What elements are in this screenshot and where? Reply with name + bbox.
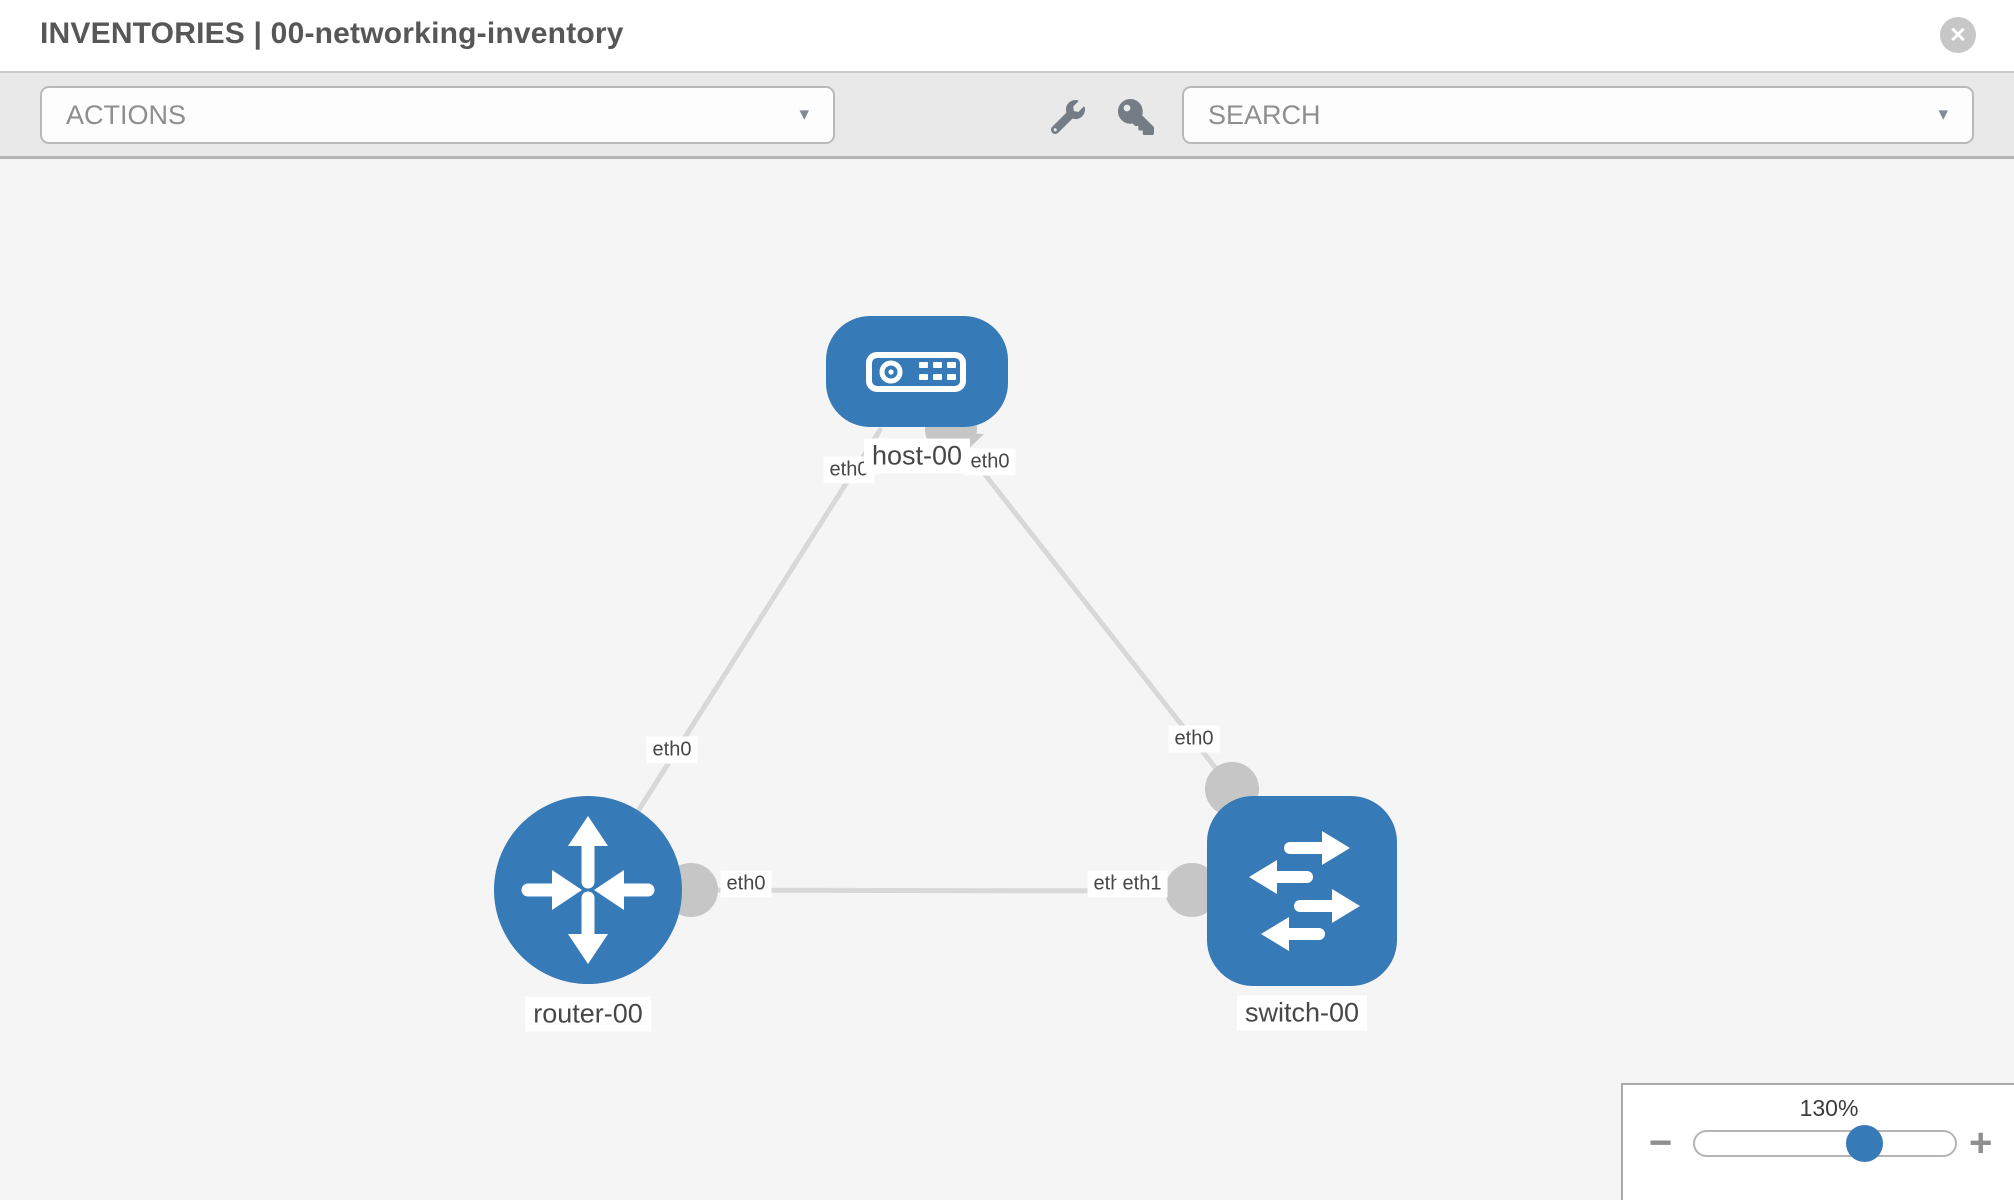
tools-button[interactable] [1046,95,1090,139]
node-label-switch: switch-00 [1236,995,1368,1031]
zoom-in-button[interactable]: + [1969,1121,1993,1165]
close-icon[interactable]: ✕ [1940,17,1976,53]
node-router-00[interactable] [494,796,682,984]
page-title: INVENTORIES | 00-networking-inventory [40,17,624,50]
zoom-out-button[interactable]: − [1649,1121,1673,1165]
node-label-host: host-00 [863,438,971,474]
node-host-00[interactable] [826,316,1008,427]
iface-label-switch-eth0-uplink: eth0 [1168,725,1220,753]
zoom-slider-thumb[interactable] [1846,1125,1883,1162]
toolbar: ACTIONS ▾ SEARCH ▾ [0,73,2014,159]
zoom-control-panel: 130% − + [1621,1083,2014,1200]
node-switch-00[interactable] [1207,796,1397,986]
switch-interface-connector-left[interactable] [1165,863,1219,917]
key-icon [1118,99,1154,135]
actions-dropdown-label: ACTIONS [66,100,187,130]
host-icon [866,352,966,392]
zoom-slider-track[interactable] [1693,1130,1957,1157]
switch-icon [1249,831,1360,951]
header-bar: INVENTORIES | 00-networking-inventory ✕ [0,0,2014,73]
iface-label-router-eth0-lateral: eth0 [720,870,772,898]
chevron-down-icon: ▾ [799,104,809,125]
search-dropdown[interactable]: SEARCH ▾ [1182,86,1974,144]
chevron-down-icon: ▾ [1938,104,1948,125]
actions-dropdown[interactable]: ACTIONS ▾ [40,86,835,144]
wrench-icon [1051,100,1085,134]
iface-label-host-eth0-right: eth0 [964,448,1016,476]
key-button[interactable] [1114,95,1158,139]
zoom-level-readout: 130% [1799,1095,1859,1121]
iface-label-router-eth0-uplink: eth0 [646,736,698,764]
router-icon [521,816,655,964]
search-placeholder: SEARCH [1208,100,1321,130]
node-label-router: router-00 [525,996,651,1032]
iface-label-switch-eth1: eth1 [1116,870,1168,898]
